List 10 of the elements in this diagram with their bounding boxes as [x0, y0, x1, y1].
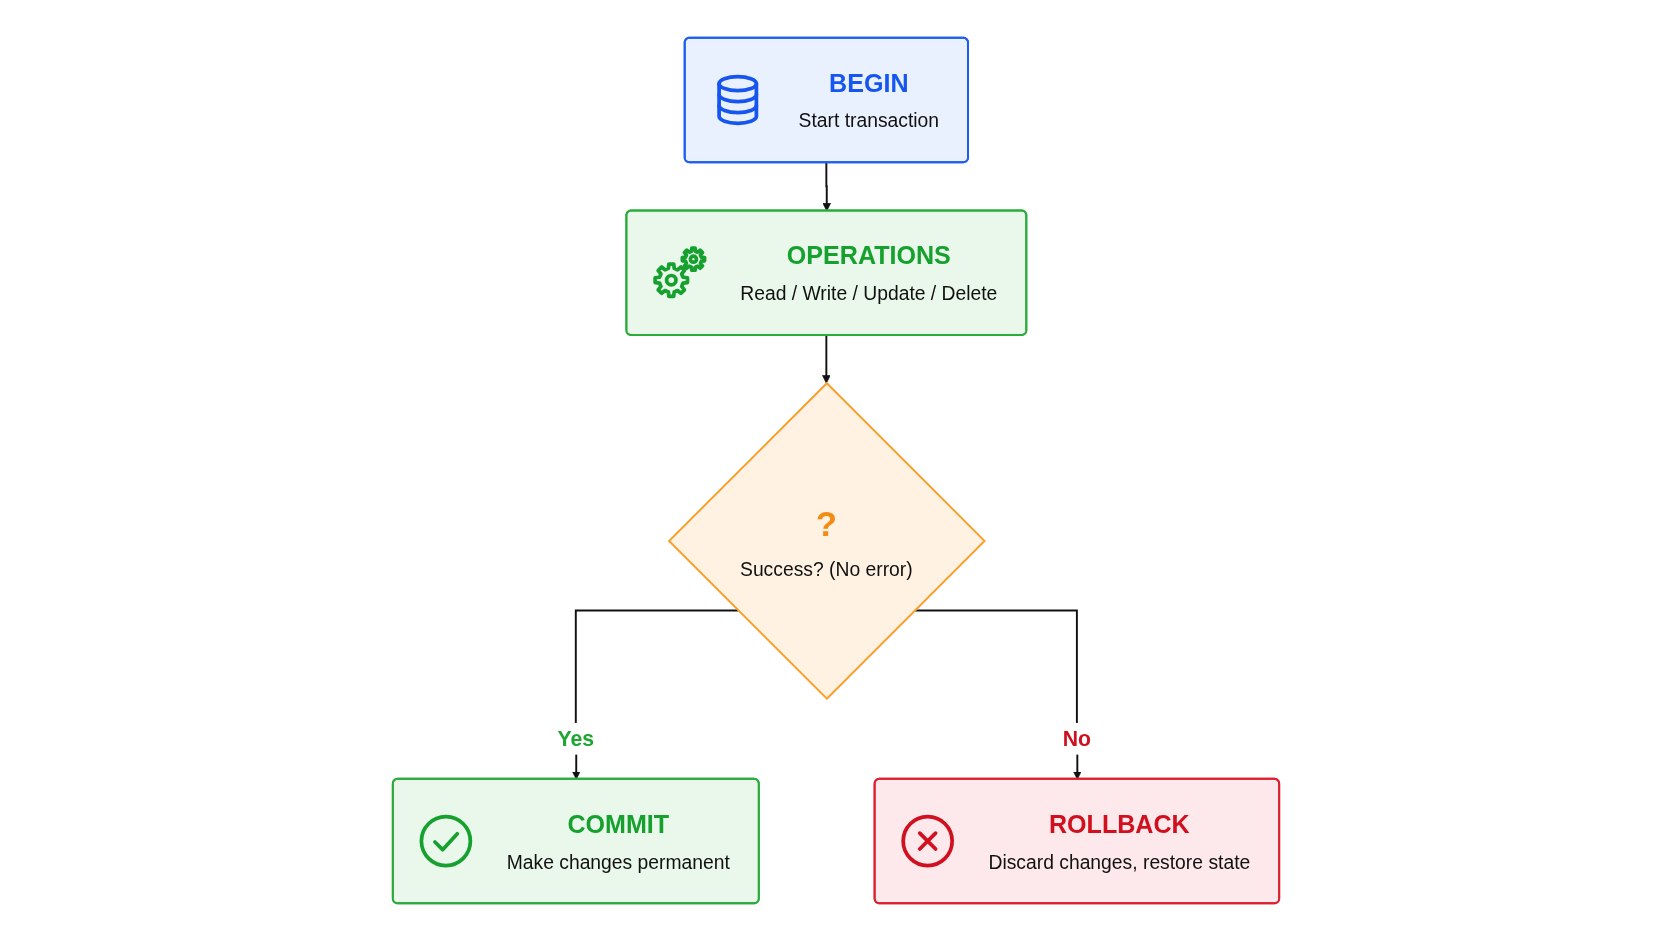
- node-label: BEGIN Start transaction: [797, 67, 941, 134]
- node-label: OPERATIONS Read / Write / Update / Delete: [739, 240, 999, 307]
- node-label: ROLLBACK Discard changes, restore state: [987, 808, 1252, 875]
- node-label: COMMIT Make changes permanent: [505, 808, 731, 875]
- arrow: [822, 161, 831, 212]
- edge-label: No: [1062, 722, 1092, 755]
- edge-label: Yes: [557, 722, 595, 755]
- node-label: ? Success? (No error): [739, 503, 914, 582]
- arrow: [572, 609, 740, 780]
- arrow: [822, 334, 831, 384]
